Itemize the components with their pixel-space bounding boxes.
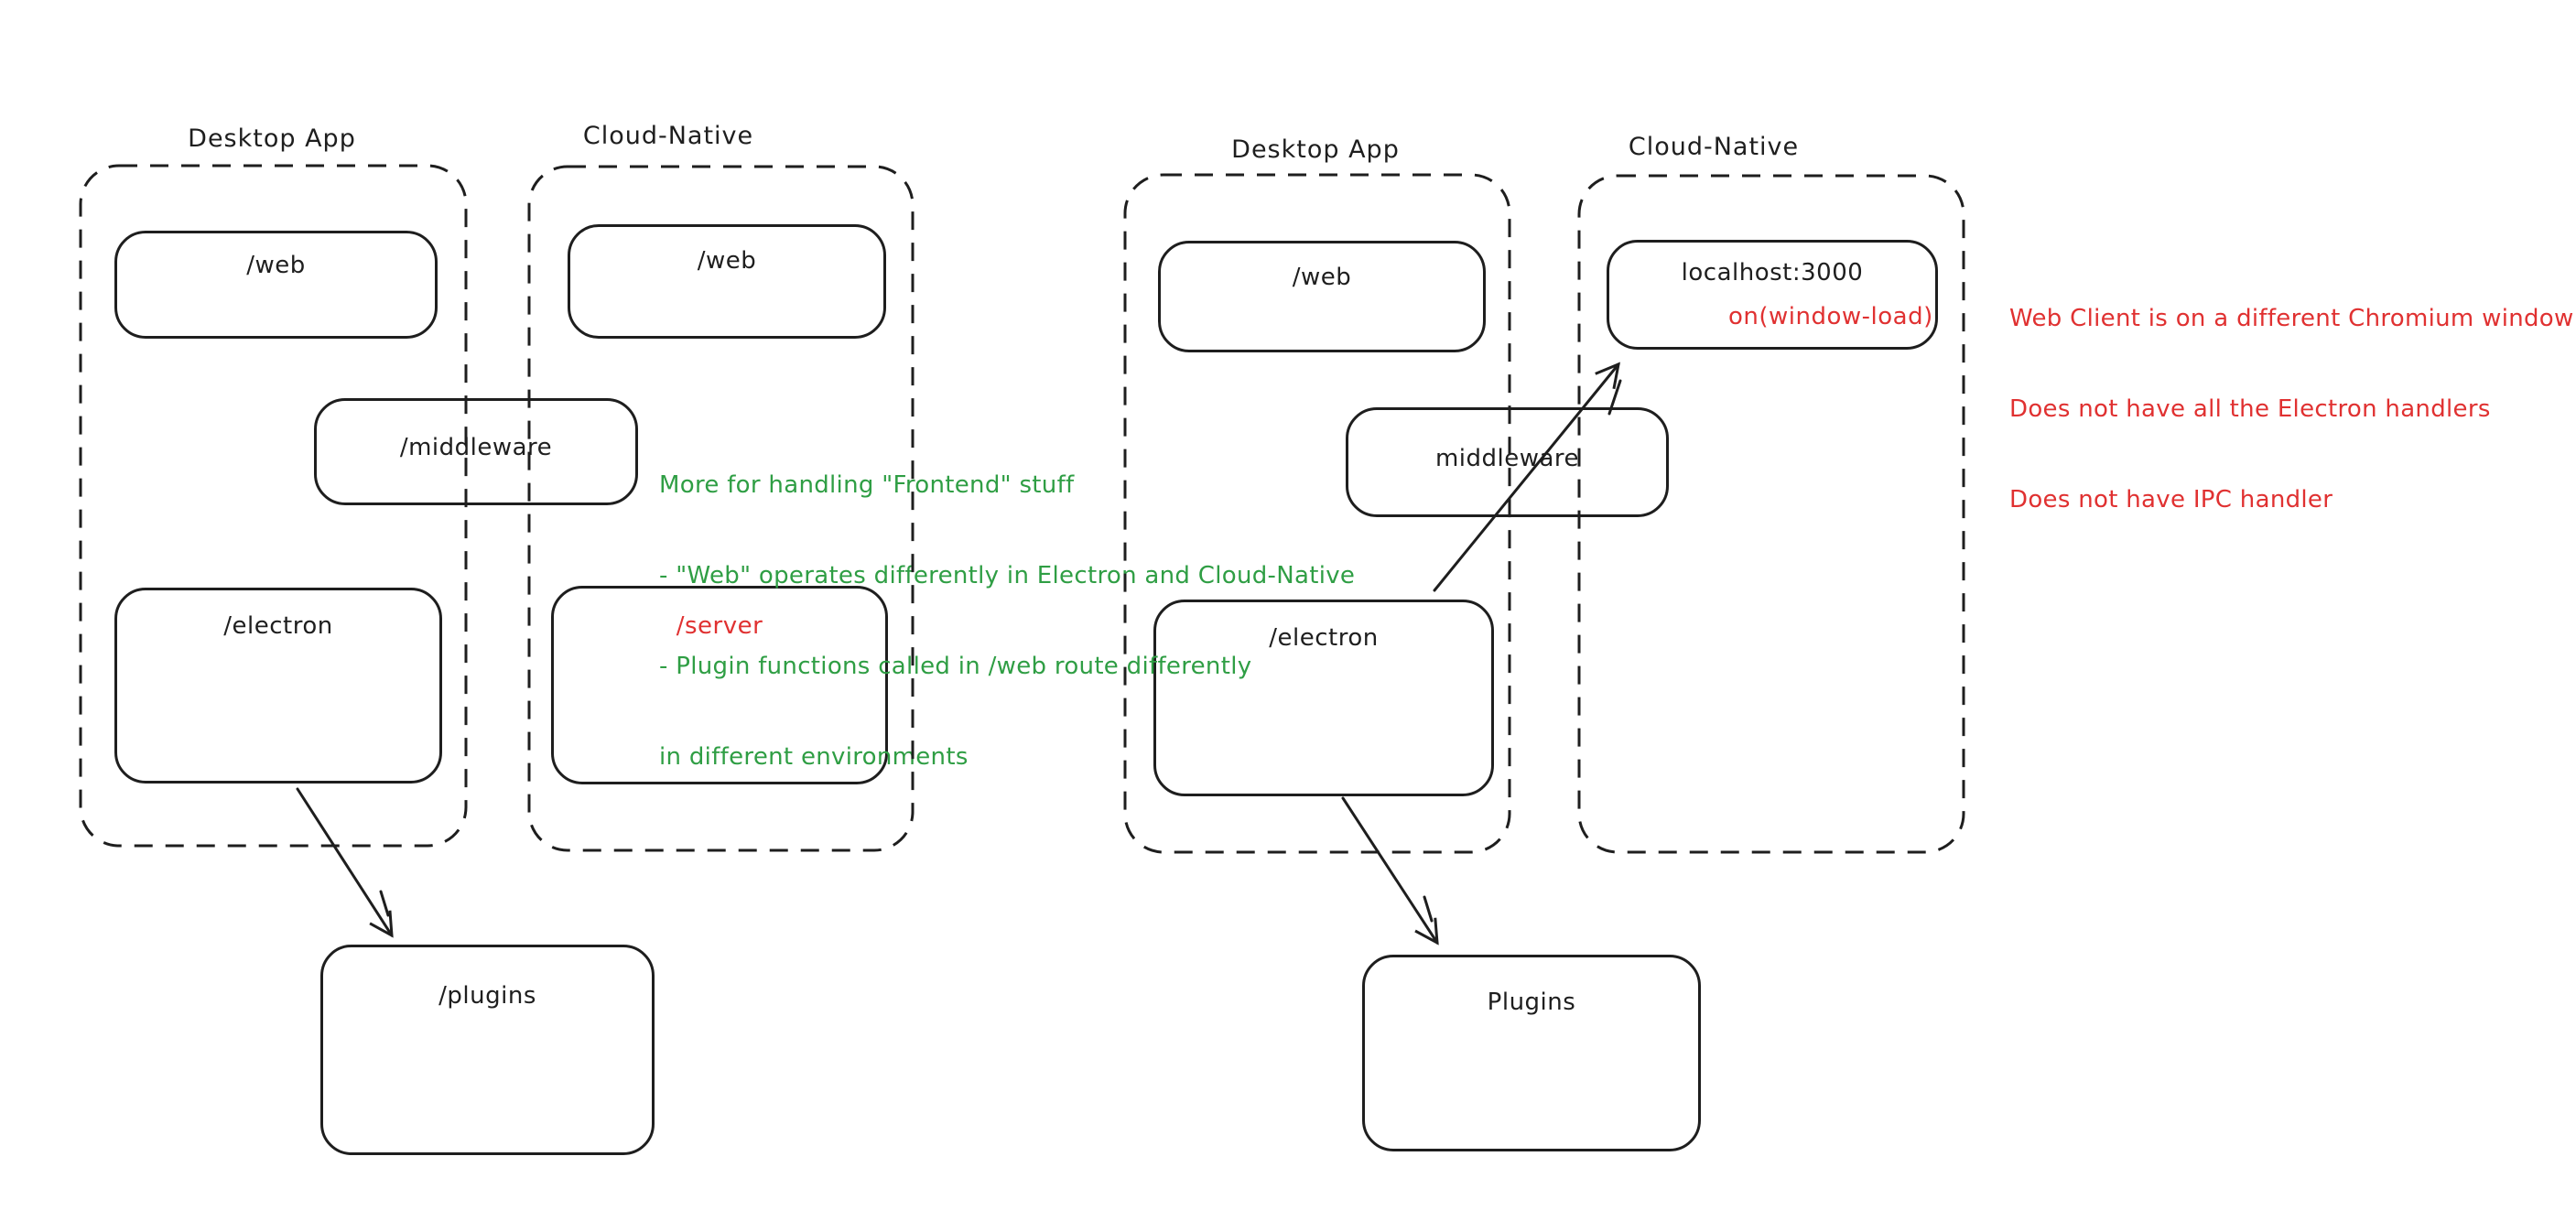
node-label-web: /web <box>246 252 306 279</box>
node-label-plugins: /plugins <box>438 982 536 1010</box>
node-label-web: /web <box>697 247 757 275</box>
group-title-desktop-app-right[interactable]: Desktop App <box>1231 135 1400 164</box>
node-web-cloud-left[interactable]: /web <box>568 224 886 339</box>
node-plugins-left[interactable]: /plugins <box>320 945 655 1155</box>
node-localhost-3000[interactable]: localhost:3000 on(window-load) <box>1607 240 1938 350</box>
node-label-on-window-load: on(window-load) <box>1728 303 1933 330</box>
node-label-plugins: Plugins <box>1487 989 1576 1016</box>
node-electron-left[interactable]: /electron <box>114 588 442 784</box>
node-middleware-right[interactable]: middleware <box>1346 407 1669 517</box>
note-line: - Plugin functions called in /web route … <box>659 653 1252 680</box>
note-line: More for handling "Frontend" stuff <box>659 471 1075 499</box>
arrow-electron-to-plugins-right[interactable] <box>1341 796 1439 946</box>
note-line: in different environments <box>659 743 969 771</box>
node-middleware-left[interactable]: /middleware <box>314 398 638 505</box>
note-line: - "Web" operates differently in Electron… <box>659 562 1356 589</box>
node-web-desktop-left[interactable]: /web <box>114 231 438 339</box>
group-title-cloud-native-right[interactable]: Cloud-Native <box>1628 133 1800 161</box>
group-title-desktop-app-left[interactable]: Desktop App <box>188 124 356 153</box>
node-web-desktop-right[interactable]: /web <box>1158 241 1486 352</box>
note-line: Does not have all the Electron handlers <box>2009 395 2491 423</box>
node-label-middleware: middleware <box>1434 445 1580 472</box>
node-label-electron: /electron <box>223 612 333 640</box>
node-plugins-right[interactable]: Plugins <box>1362 955 1701 1151</box>
note-line: Does not have IPC handler <box>2009 486 2333 513</box>
note-red-web-client[interactable]: Web Client is on a different Chromium wi… <box>2009 243 2574 576</box>
node-label-middleware: /middleware <box>399 434 553 461</box>
note-green-frontend[interactable]: More for handling "Frontend" stuff - "We… <box>659 410 1355 833</box>
node-label-web: /web <box>1292 264 1352 291</box>
note-line: Web Client is on a different Chromium wi… <box>2009 305 2574 332</box>
node-label-localhost: localhost:3000 <box>1681 259 1864 286</box>
arrow-electron-to-plugins-left[interactable] <box>296 787 394 938</box>
group-title-cloud-native-left[interactable]: Cloud-Native <box>582 122 754 150</box>
